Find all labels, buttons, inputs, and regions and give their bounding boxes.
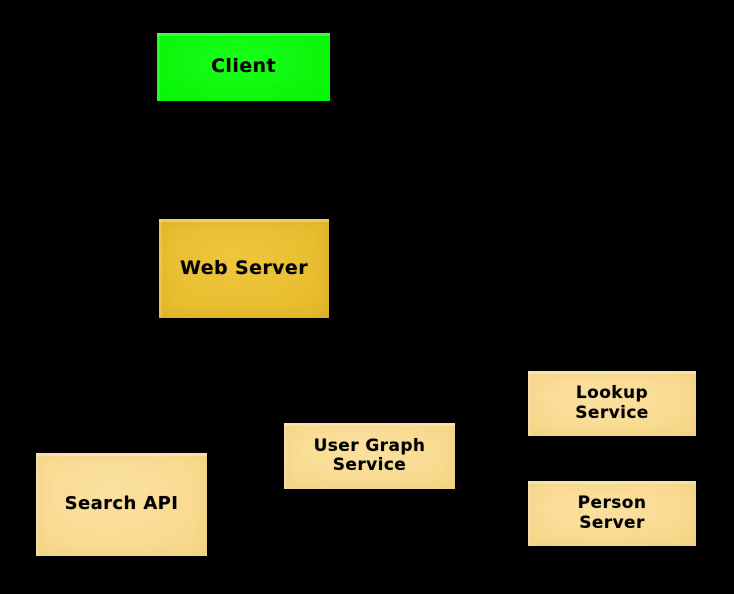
node-web-server[interactable]: Web Server <box>159 219 329 318</box>
node-person-server-label: Person Server <box>577 493 647 533</box>
node-search-api-label: Search API <box>64 493 179 515</box>
node-user-graph-service-label: User Graph Service <box>313 435 426 475</box>
node-client[interactable]: Client <box>157 33 330 101</box>
node-lookup-service[interactable]: Lookup Service <box>528 371 696 436</box>
node-user-graph-service[interactable]: User Graph Service <box>284 423 455 489</box>
node-web-server-label: Web Server <box>180 256 308 279</box>
node-person-server[interactable]: Person Server <box>528 481 696 546</box>
node-search-api[interactable]: Search API <box>36 453 207 556</box>
node-lookup-service-label: Lookup Service <box>575 383 649 423</box>
node-client-label: Client <box>211 55 276 78</box>
